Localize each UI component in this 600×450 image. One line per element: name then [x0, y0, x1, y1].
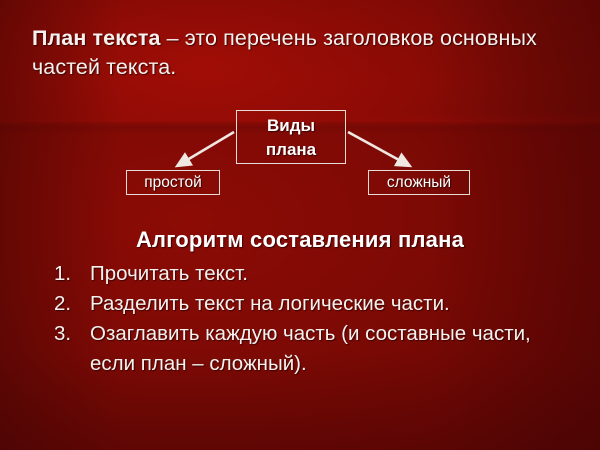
- diagram-node-root: Виды плана: [236, 110, 346, 164]
- diagram-node-root-line2: плана: [265, 140, 317, 159]
- algorithm-title: Алгоритм составления плана: [135, 227, 465, 252]
- diagram-node-slozhnyy: сложный: [368, 170, 470, 195]
- list-item-number: 3.: [54, 322, 72, 345]
- list-item-text: Разделить текст на логические части.: [90, 292, 450, 315]
- definition-term: План текста: [32, 26, 161, 50]
- diagram-node-root-line1: Виды: [266, 116, 316, 135]
- list-item: 3. Озаглавить каждую часть (и составные …: [54, 319, 574, 379]
- background-lower-panel: [0, 122, 600, 450]
- diagram-node-prostoy: простой: [126, 170, 220, 195]
- definition-body: – это перечень заголовков основных часте…: [32, 26, 537, 79]
- list-item: 2. Разделить текст на логические части.: [54, 289, 574, 319]
- background-seam: [0, 112, 600, 134]
- definition-text: План текста – это перечень заголовков ос…: [32, 24, 562, 82]
- list-item-text: Прочитать текст.: [90, 262, 248, 285]
- list-item-text: Озаглавить каждую часть (и составные час…: [90, 322, 531, 375]
- list-item-number: 2.: [54, 292, 72, 315]
- list-item: 1. Прочитать текст.: [54, 259, 574, 289]
- algorithm-list: 1. Прочитать текст. 2. Разделить текст н…: [54, 259, 574, 379]
- list-item-number: 1.: [54, 262, 72, 285]
